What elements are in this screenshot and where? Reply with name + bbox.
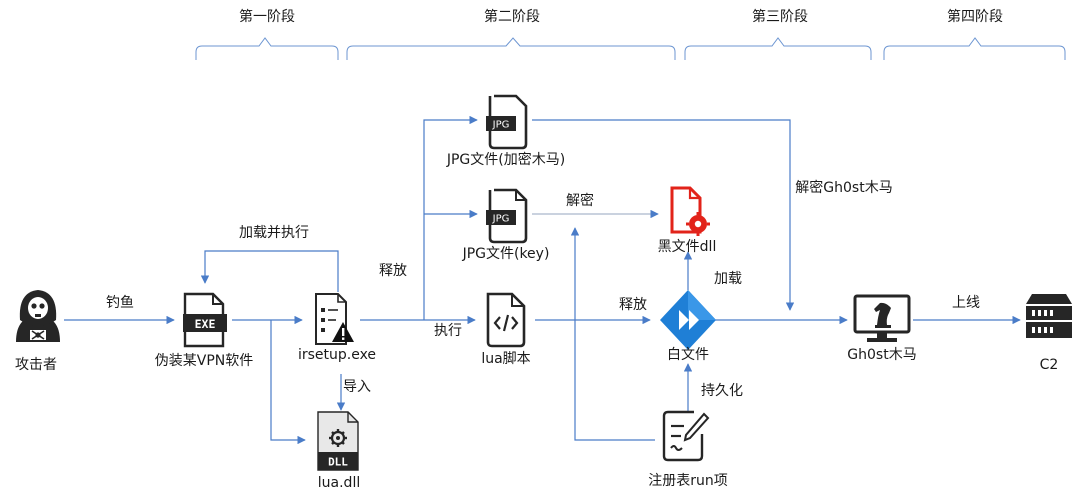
white-file-label: 白文件 bbox=[667, 347, 709, 363]
hacker-icon bbox=[16, 290, 60, 342]
edge-registry-loop bbox=[570, 227, 655, 441]
irsetup-file-icon bbox=[315, 293, 354, 345]
jpg-encrypted-label: JPG文件(加密木马) bbox=[446, 152, 566, 168]
lua-dll-label: lua.dll bbox=[317, 475, 361, 491]
stage-2-bracket bbox=[346, 37, 676, 60]
lua-script-label: lua脚本 bbox=[481, 351, 531, 367]
load-edge-label: 加载 bbox=[714, 271, 742, 287]
edge-decrypt-gh0st bbox=[532, 119, 795, 311]
jpg-key-label: JPG文件(key) bbox=[462, 246, 550, 262]
attacker-label: 攻击者 bbox=[15, 357, 57, 373]
phishing-edge-label: 钓鱼 bbox=[106, 295, 134, 311]
registry-edit-icon bbox=[662, 410, 710, 462]
edge-load-exec bbox=[200, 250, 339, 292]
fake-vpn-label: 伪装某VPN软件 bbox=[154, 353, 254, 369]
dll-label: DLL bbox=[328, 456, 348, 469]
edge-vpn-luadll bbox=[270, 320, 306, 445]
white-file-icon bbox=[660, 290, 716, 350]
gh0st-label: Gh0st木马 bbox=[847, 347, 917, 363]
black-dll-label: 黑文件dll bbox=[657, 239, 717, 255]
persistence-edge-label: 持久化 bbox=[701, 383, 743, 399]
registry-run-label: 注册表run项 bbox=[648, 473, 728, 489]
execute-edge-label: 执行 bbox=[434, 323, 462, 339]
release-edge-label-2: 释放 bbox=[619, 297, 647, 313]
edge-release-jpg1 bbox=[423, 115, 478, 320]
import-edge-label: 导入 bbox=[343, 379, 371, 395]
release-edge-label-1: 释放 bbox=[379, 263, 407, 279]
stage-brackets bbox=[195, 37, 1066, 60]
jpg-key-file-icon: JPG bbox=[486, 188, 528, 244]
stage-4-title: 第四阶段 bbox=[947, 9, 1003, 25]
exe-file-icon: EXE bbox=[183, 292, 227, 348]
stage-4-bracket bbox=[883, 37, 1066, 60]
exe-label: EXE bbox=[195, 317, 216, 331]
script-code-icon bbox=[486, 292, 526, 348]
stage-1-title: 第一阶段 bbox=[239, 9, 295, 25]
malicious-dll-icon bbox=[670, 186, 710, 236]
monitor-knight-icon bbox=[853, 294, 911, 342]
stage-1-bracket bbox=[195, 37, 339, 60]
jpg-file-icon: JPG bbox=[486, 94, 528, 150]
stage-3-title: 第三阶段 bbox=[752, 9, 808, 25]
dll-file-icon: DLL bbox=[317, 411, 359, 471]
decrypt-edge-label: 解密 bbox=[566, 193, 594, 209]
load-exec-edge-label: 加载并执行 bbox=[239, 225, 309, 241]
server-icon bbox=[1026, 294, 1072, 338]
stage-2-title: 第二阶段 bbox=[484, 9, 540, 25]
c2-label: C2 bbox=[1039, 357, 1059, 373]
stage-3-bracket bbox=[684, 37, 872, 60]
jpg-label-1: JPG bbox=[492, 120, 510, 131]
irsetup-label: irsetup.exe bbox=[297, 347, 377, 363]
jpg-label-2: JPG bbox=[492, 214, 510, 225]
online-edge-label: 上线 bbox=[952, 295, 980, 311]
decrypt-gh0st-edge-label: 解密Gh0st木马 bbox=[795, 180, 893, 196]
